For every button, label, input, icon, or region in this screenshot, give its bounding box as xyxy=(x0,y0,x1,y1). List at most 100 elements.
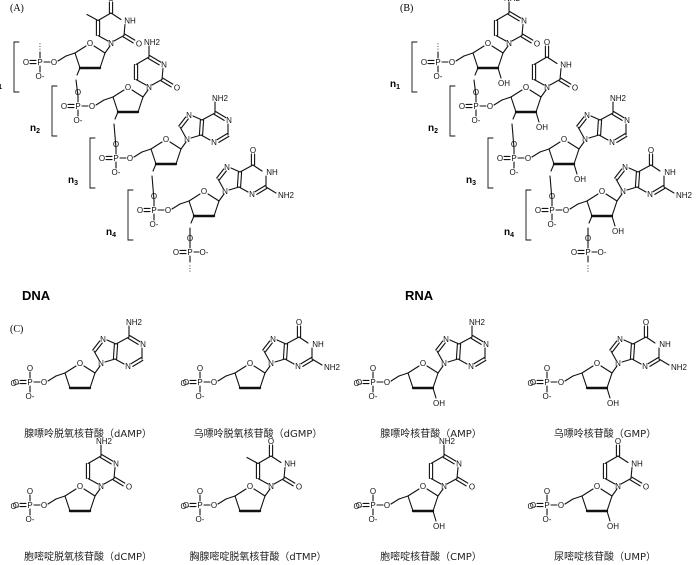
o-c5-bond xyxy=(57,55,67,62)
ring-bond xyxy=(259,372,266,389)
nucleotide-caption: 乌嘌呤核苷酸（GMP） xyxy=(554,427,656,440)
amino-group: NH2 xyxy=(504,0,521,3)
carbonyl-oxygen: O xyxy=(296,483,302,492)
rna-strand: POO-⋮OOOHNNNH2On1POO-OOOOHNNHOOn2POO-OOO… xyxy=(390,0,693,273)
ring-bond xyxy=(200,134,211,141)
nitrogen-atom: N xyxy=(184,135,190,144)
ring-oxygen: O xyxy=(561,135,567,144)
ring-bond xyxy=(198,119,201,136)
rna-title: RNA xyxy=(405,288,434,303)
ring-bond xyxy=(470,337,482,345)
nitrogen-atom: N xyxy=(295,362,301,371)
oxygen-atom: O xyxy=(544,487,550,496)
ring-bond xyxy=(475,359,487,367)
ring-bond xyxy=(115,336,130,345)
oxygen-atom: O xyxy=(183,501,189,510)
hydroxyl-bond xyxy=(606,387,611,399)
nitrogen-atom: N xyxy=(113,460,119,469)
repeat-bracket: n1 xyxy=(0,41,20,93)
carbonyl-oxygen: O xyxy=(136,40,142,49)
ring-bond xyxy=(215,111,227,119)
ring-bond xyxy=(83,365,96,374)
c3-o-bond xyxy=(550,163,555,172)
ring-bond xyxy=(620,477,632,485)
methyl-bond xyxy=(246,456,259,465)
ring-bond xyxy=(253,365,266,374)
repeat-bracket: n4 xyxy=(106,189,134,241)
c5-c4-bond xyxy=(463,52,474,57)
nitrogen-atom: N xyxy=(647,190,653,199)
amino-group: NH2 xyxy=(96,437,113,446)
ring-bond xyxy=(218,170,227,181)
glycosidic-bond xyxy=(218,193,225,202)
o-p-bond xyxy=(511,123,515,149)
nitrogen-atom: N xyxy=(186,111,192,120)
nitrogen-atom: N xyxy=(270,335,276,344)
c5-c4-bond xyxy=(577,200,588,205)
oxygen-atom: O xyxy=(27,487,33,496)
ring-bond xyxy=(131,89,144,98)
bridge-oxygen: O xyxy=(211,501,217,510)
ring-bond xyxy=(430,477,442,485)
nitrogen-atom: N xyxy=(624,116,630,125)
oxygen-atom: O xyxy=(61,102,67,111)
ring-bond xyxy=(234,488,247,497)
o-p-bond xyxy=(151,175,155,201)
ring-bond xyxy=(188,200,195,217)
hydroxyl-group: OH xyxy=(574,175,586,184)
ring-bond xyxy=(472,335,484,343)
ring-bond xyxy=(649,359,661,367)
ring-bond xyxy=(202,119,205,136)
ring-bond xyxy=(93,350,100,361)
ring-bond xyxy=(549,78,561,86)
phosphorus-atom: P xyxy=(113,154,118,163)
ring-bond xyxy=(112,343,115,360)
carbonyl-oxygen: O xyxy=(108,0,114,3)
oxygen-atom: O xyxy=(13,378,19,387)
oxygen-atom: O xyxy=(99,154,105,163)
phosphorus-atom: P xyxy=(197,501,202,510)
phosphorus-atom: P xyxy=(370,378,375,387)
ring-bond xyxy=(130,357,142,365)
ring-bond xyxy=(407,372,414,389)
repeat-label-n4: n4 xyxy=(504,227,514,239)
oxygen-atom: O xyxy=(511,140,517,149)
phosphate-group: POO-OO xyxy=(497,140,531,177)
ring-bond xyxy=(472,45,485,54)
glycosidic-bond xyxy=(437,488,444,497)
nitrogen-atom: N xyxy=(615,359,621,368)
panel-c-label: (C) xyxy=(10,324,23,335)
deoxyribose-sugar: O xyxy=(188,187,220,218)
ring-bond xyxy=(495,12,510,22)
ring-bond xyxy=(606,495,613,512)
ring-bond xyxy=(135,56,150,66)
ring-bond xyxy=(283,466,286,480)
carbonyl-oxygen: O xyxy=(296,318,302,327)
o-c5-bond xyxy=(455,55,465,62)
bridge-oxygen: O xyxy=(563,206,569,215)
deoxyribose-sugar: O xyxy=(64,359,96,390)
ring-bond xyxy=(576,116,585,127)
ribose-sugar: OOH xyxy=(586,187,624,236)
ring-bond xyxy=(613,111,625,119)
repeat-bracket: n2 xyxy=(30,85,58,137)
amino-group: NH2 xyxy=(469,318,486,327)
o-p-bond xyxy=(75,79,79,97)
ribose-sugar: OOH xyxy=(407,359,445,408)
phosphate-group: POO-OO xyxy=(459,88,493,125)
ring-bond xyxy=(533,78,545,86)
carbonyl-oxygen: O xyxy=(174,84,180,93)
bridge-oxygen: O xyxy=(449,58,455,67)
carbonyl-bond xyxy=(162,77,174,85)
repeat-bracket: n1 xyxy=(390,41,418,93)
ring-bond xyxy=(604,477,616,485)
oxygen-atom: O xyxy=(459,102,465,111)
